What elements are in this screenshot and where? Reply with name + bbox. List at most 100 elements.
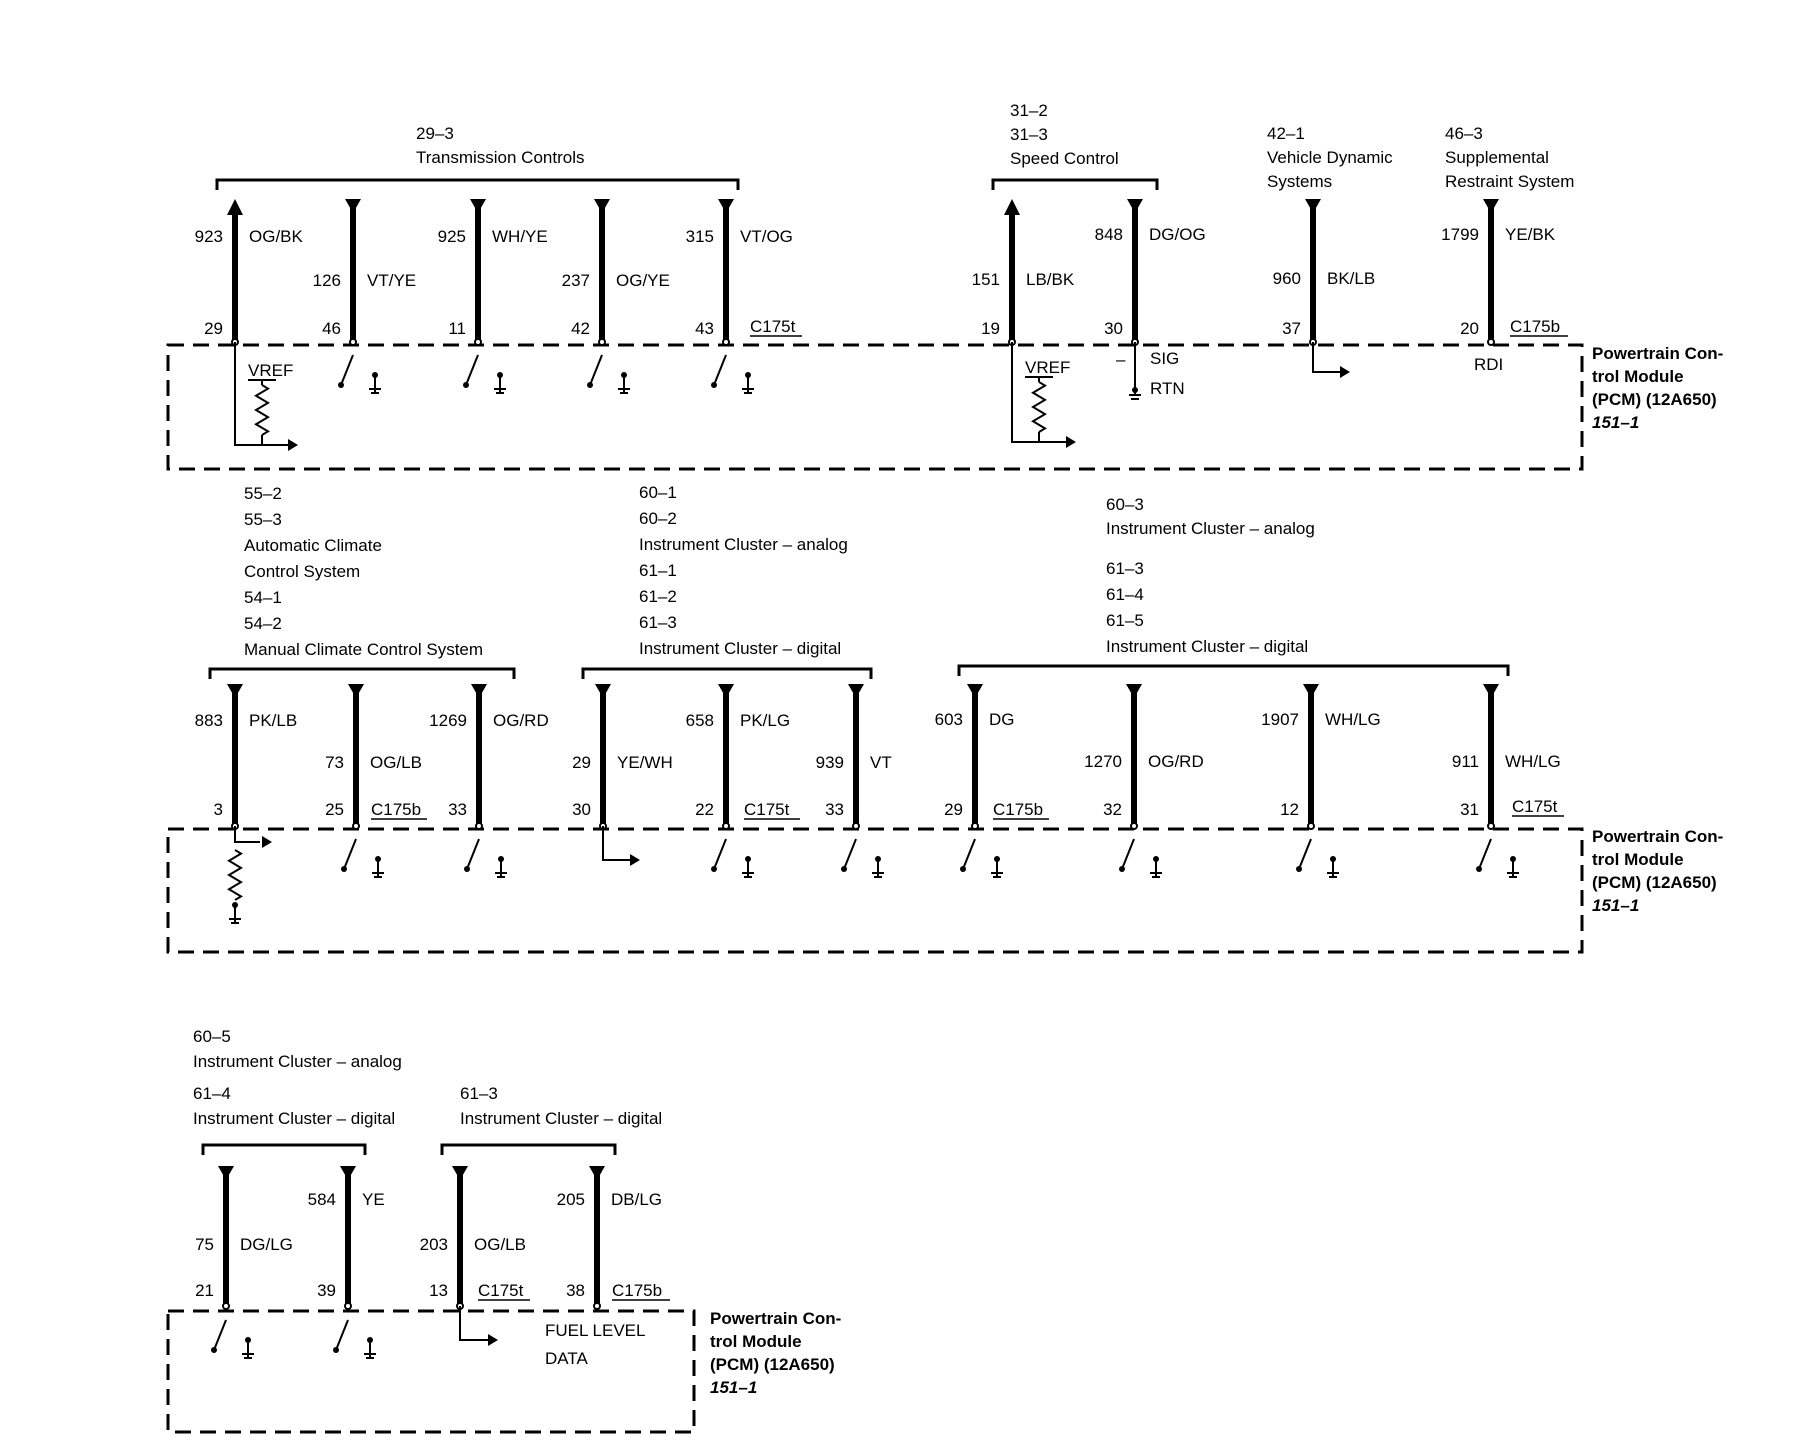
- switch-icon: [1119, 866, 1125, 872]
- circuit-number: 205: [557, 1190, 585, 1209]
- pin-number: 29: [204, 319, 223, 338]
- ground-icon: [498, 856, 504, 862]
- circuit-number: 1907: [1261, 710, 1299, 729]
- switch-icon: [960, 866, 966, 872]
- pin-dot: [852, 822, 860, 830]
- group-label: 31–2: [1010, 101, 1048, 120]
- circuit-number: 658: [686, 711, 714, 730]
- circuit-number: 1269: [429, 711, 467, 730]
- pcm-box: [166, 1309, 696, 1434]
- pin-dot: [1130, 822, 1138, 830]
- pin-number: 38: [566, 1281, 585, 1300]
- pcm-label: Powertrain Con-: [1592, 344, 1723, 363]
- group-label: Supplemental: [1445, 148, 1549, 167]
- wire-color: DG/LG: [240, 1235, 293, 1254]
- ground-icon: [497, 372, 503, 378]
- switch-icon: [711, 382, 717, 388]
- switch-icon: [464, 866, 470, 872]
- wire-color: YE: [362, 1190, 385, 1209]
- pcm-label: (PCM) (12A650): [710, 1355, 835, 1374]
- wire-internal: [1312, 342, 1340, 373]
- switch-icon: [1478, 838, 1492, 870]
- connector-id: C175t: [744, 800, 790, 819]
- group-label: Manual Climate Control System: [244, 640, 483, 659]
- internal-components: [211, 342, 1519, 1359]
- pin-number: 25: [325, 800, 344, 819]
- arrow-down-icon: [589, 1166, 605, 1180]
- wire-color: WH/LG: [1505, 752, 1561, 771]
- arrow-down-icon: [1127, 199, 1143, 213]
- arrow-down-icon: [1305, 199, 1321, 213]
- wire-color: WH/YE: [492, 227, 548, 246]
- wire-color: OG/YE: [616, 271, 670, 290]
- circuit-number: 1799: [1441, 225, 1479, 244]
- connector-id: C175b: [371, 800, 421, 819]
- ground-icon: [1153, 856, 1159, 862]
- group-label: 61–4: [1106, 585, 1144, 604]
- circuit-number: 203: [420, 1235, 448, 1254]
- fuel-level-label: FUEL LEVEL: [545, 1321, 645, 1340]
- connector-id: C175t: [478, 1281, 524, 1300]
- group-label: 60–5: [193, 1027, 231, 1046]
- pcm-label: 151–1: [710, 1378, 757, 1397]
- pin-number: 46: [322, 319, 341, 338]
- arrow-down-icon: [345, 199, 361, 213]
- connector-id: C175b: [993, 800, 1043, 819]
- wire-color: YE/WH: [617, 753, 673, 772]
- pin-dot: [598, 338, 606, 346]
- ground-icon: [1132, 387, 1138, 393]
- group-bracket: [215, 178, 740, 190]
- wire-color: DB/LG: [611, 1190, 662, 1209]
- pin-number: 12: [1280, 800, 1299, 819]
- group-label: 61–5: [1106, 611, 1144, 630]
- wire-internal: [602, 826, 630, 861]
- arrow-down-icon: [348, 684, 364, 698]
- wire-color: WH/LG: [1325, 710, 1381, 729]
- circuit-number: 151: [972, 270, 1000, 289]
- pin-dot: [349, 338, 357, 346]
- group-label: 61–2: [639, 587, 677, 606]
- minus-label: –: [1116, 350, 1126, 369]
- pcm-label: 151–1: [1592, 896, 1639, 915]
- arrow-down-icon: [218, 1166, 234, 1180]
- ground-icon: [232, 902, 238, 908]
- switch-icon: [335, 1319, 349, 1351]
- wire-color: OG/BK: [249, 227, 304, 246]
- pin-number: 42: [571, 319, 590, 338]
- pin-number: 37: [1282, 319, 1301, 338]
- arrow-up-icon: [1004, 199, 1020, 215]
- switch-icon: [1476, 866, 1482, 872]
- switch-icon: [463, 382, 469, 388]
- group-label: Control System: [244, 562, 360, 581]
- pcm-label: trol Module: [710, 1332, 802, 1351]
- reference-arrow-icon: [262, 836, 272, 848]
- pcm-label: trol Module: [1592, 367, 1684, 386]
- pin-number: 13: [429, 1281, 448, 1300]
- circuit-number: 584: [308, 1190, 336, 1209]
- pin-number: 30: [572, 800, 591, 819]
- circuit-number: 925: [438, 227, 466, 246]
- reference-arrow-icon: [288, 439, 298, 451]
- group-label: 29–3: [416, 124, 454, 143]
- reference-arrow-icon: [630, 854, 640, 866]
- switch-icon: [713, 354, 727, 386]
- pin-number: 20: [1460, 319, 1479, 338]
- group-label: Instrument Cluster – analog: [1106, 519, 1315, 538]
- wires: [201, 178, 1510, 1310]
- arrow-down-icon: [718, 684, 734, 698]
- switch-icon: [589, 354, 603, 386]
- wire-color: VT/YE: [367, 271, 416, 290]
- group-bracket: [991, 178, 1159, 190]
- reference-arrow-icon: [488, 1334, 498, 1346]
- arrow-down-icon: [340, 1166, 356, 1180]
- pcm-label: Powertrain Con-: [1592, 827, 1723, 846]
- connector-id: C175t: [750, 317, 796, 336]
- pin-dot: [1487, 822, 1495, 830]
- wire-color: OG/RD: [1148, 752, 1204, 771]
- circuit-number: 315: [686, 227, 714, 246]
- group-label: 54–2: [244, 614, 282, 633]
- circuit-number: 960: [1273, 269, 1301, 288]
- group-label: Instrument Cluster – digital: [460, 1109, 662, 1128]
- ground-icon: [745, 372, 751, 378]
- group-label: 60–1: [639, 483, 677, 502]
